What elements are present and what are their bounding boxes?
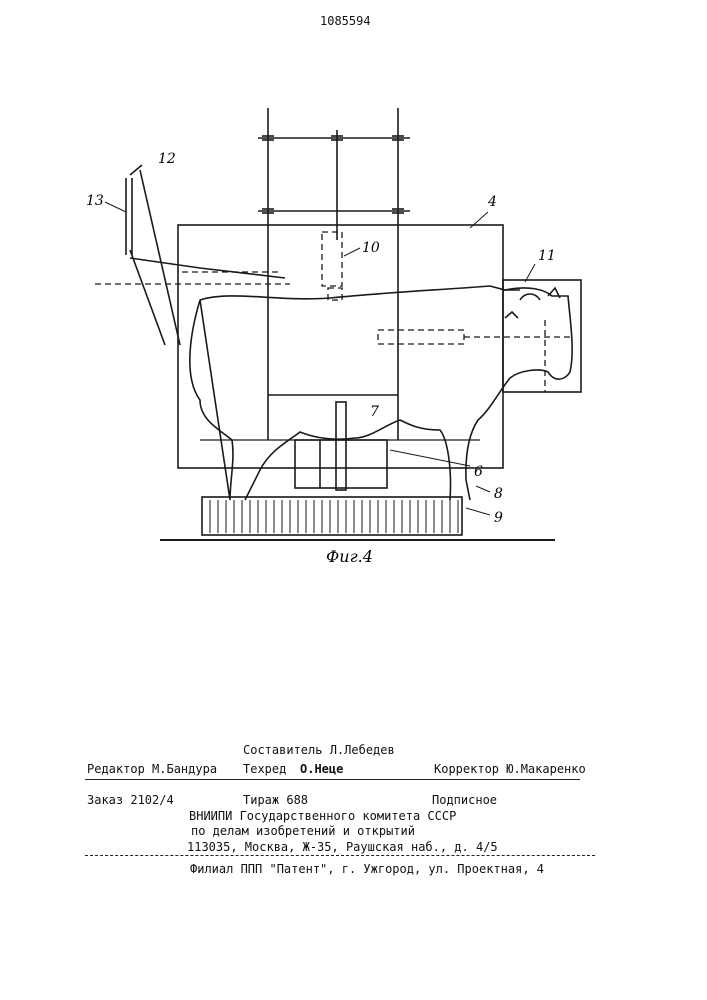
label-7: 7: [370, 404, 379, 420]
technical-drawing: 4 10 11 7 6 8 9 12 13 Фиг.4: [0, 0, 707, 580]
label-6: 6: [474, 464, 483, 480]
branch-line: Филиал ППП "Патент", г. Ужгород, ул. Про…: [190, 862, 544, 876]
label-4: 4: [487, 194, 497, 210]
divider-top: [85, 779, 580, 780]
label-12: 12: [158, 151, 176, 167]
corrector-line: Корректор Ю.Макаренко: [434, 762, 586, 776]
divider-dashed: [85, 855, 595, 856]
compiler-line: Составитель Л.Лебедев: [243, 743, 395, 757]
label-13: 13: [86, 193, 104, 209]
label-9: 9: [494, 510, 503, 526]
org-line-2: по делам изобретений и открытий: [191, 824, 415, 838]
address-line: 113035, Москва, Ж-35, Раушская наб., д. …: [187, 840, 498, 854]
label-10: 10: [362, 240, 380, 256]
circulation: Тираж 688: [243, 793, 308, 807]
techred-label: Техред: [243, 762, 286, 776]
label-11: 11: [538, 248, 556, 264]
figure-caption: Фиг.4: [326, 547, 373, 566]
subscription: Подписное: [432, 793, 497, 807]
techred-name: О.Неце: [300, 762, 343, 776]
order-number: Заказ 2102/4: [87, 793, 174, 807]
label-8: 8: [494, 486, 503, 502]
editor-line: Редактор М.Бандура: [87, 762, 217, 776]
org-line-1: ВНИИПИ Государственного комитета СССР: [189, 809, 456, 823]
